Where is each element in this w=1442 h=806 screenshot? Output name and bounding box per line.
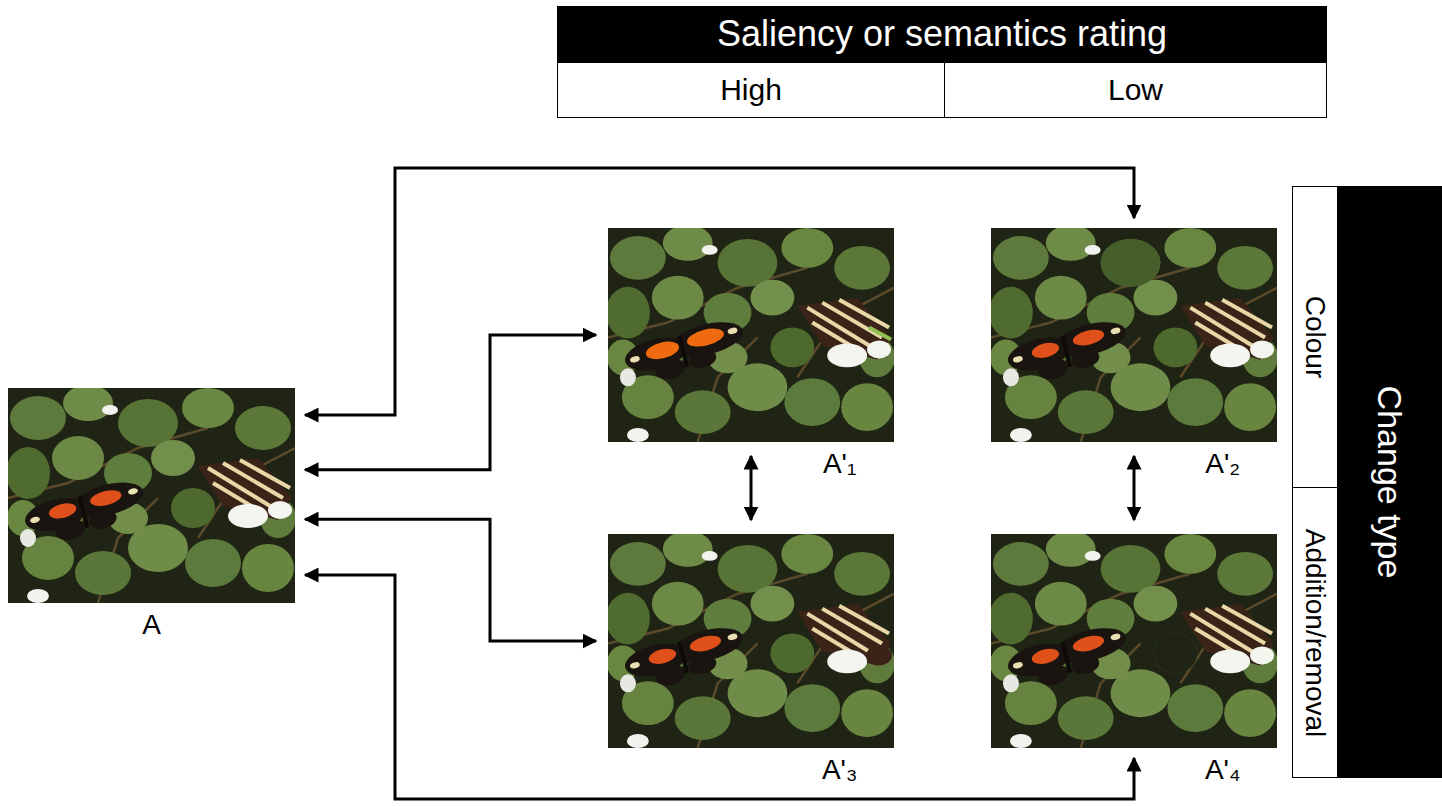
image-panel: A (8, 388, 295, 603)
image-panel: A'₃ (608, 534, 894, 748)
butterfly-photo (991, 228, 1277, 442)
arrow-connector (305, 168, 1134, 415)
header-cell: High (557, 62, 945, 118)
image-panel: A'₂ (991, 228, 1277, 442)
header-text: Addition/removal (1301, 528, 1329, 737)
header-text: Low (1108, 75, 1163, 105)
butterfly-photo (608, 228, 894, 442)
panel-label: A (142, 611, 161, 639)
image-panel: A'₁ (608, 228, 894, 442)
panel-label: A'₂ (1205, 450, 1240, 478)
header-text: Saliency or semantics rating (717, 16, 1167, 52)
header-band: Saliency or semantics rating (557, 6, 1327, 62)
arrow-connector (1133, 456, 1136, 520)
butterfly-photo (991, 534, 1277, 748)
arrow-connector (750, 456, 753, 520)
butterfly-photo (608, 534, 894, 748)
panel-label: A'₄ (1205, 756, 1240, 784)
header-cell: Low (944, 62, 1327, 118)
butterfly-photo (8, 388, 295, 603)
header-text: High (720, 75, 782, 105)
header-text: Colour (1301, 296, 1329, 378)
image-panel: A'₄ (991, 534, 1277, 748)
arrow-connector (305, 575, 1134, 799)
panel-label: A'₃ (822, 756, 857, 784)
arrow-connector (305, 519, 596, 641)
side-cell: Addition/removal (1292, 487, 1338, 778)
panel-label: A'₁ (823, 450, 856, 478)
header-text: Change type (1373, 386, 1407, 579)
arrow-connector (305, 335, 596, 470)
side-band: Change type (1337, 186, 1442, 778)
side-cell: Colour (1292, 186, 1338, 488)
